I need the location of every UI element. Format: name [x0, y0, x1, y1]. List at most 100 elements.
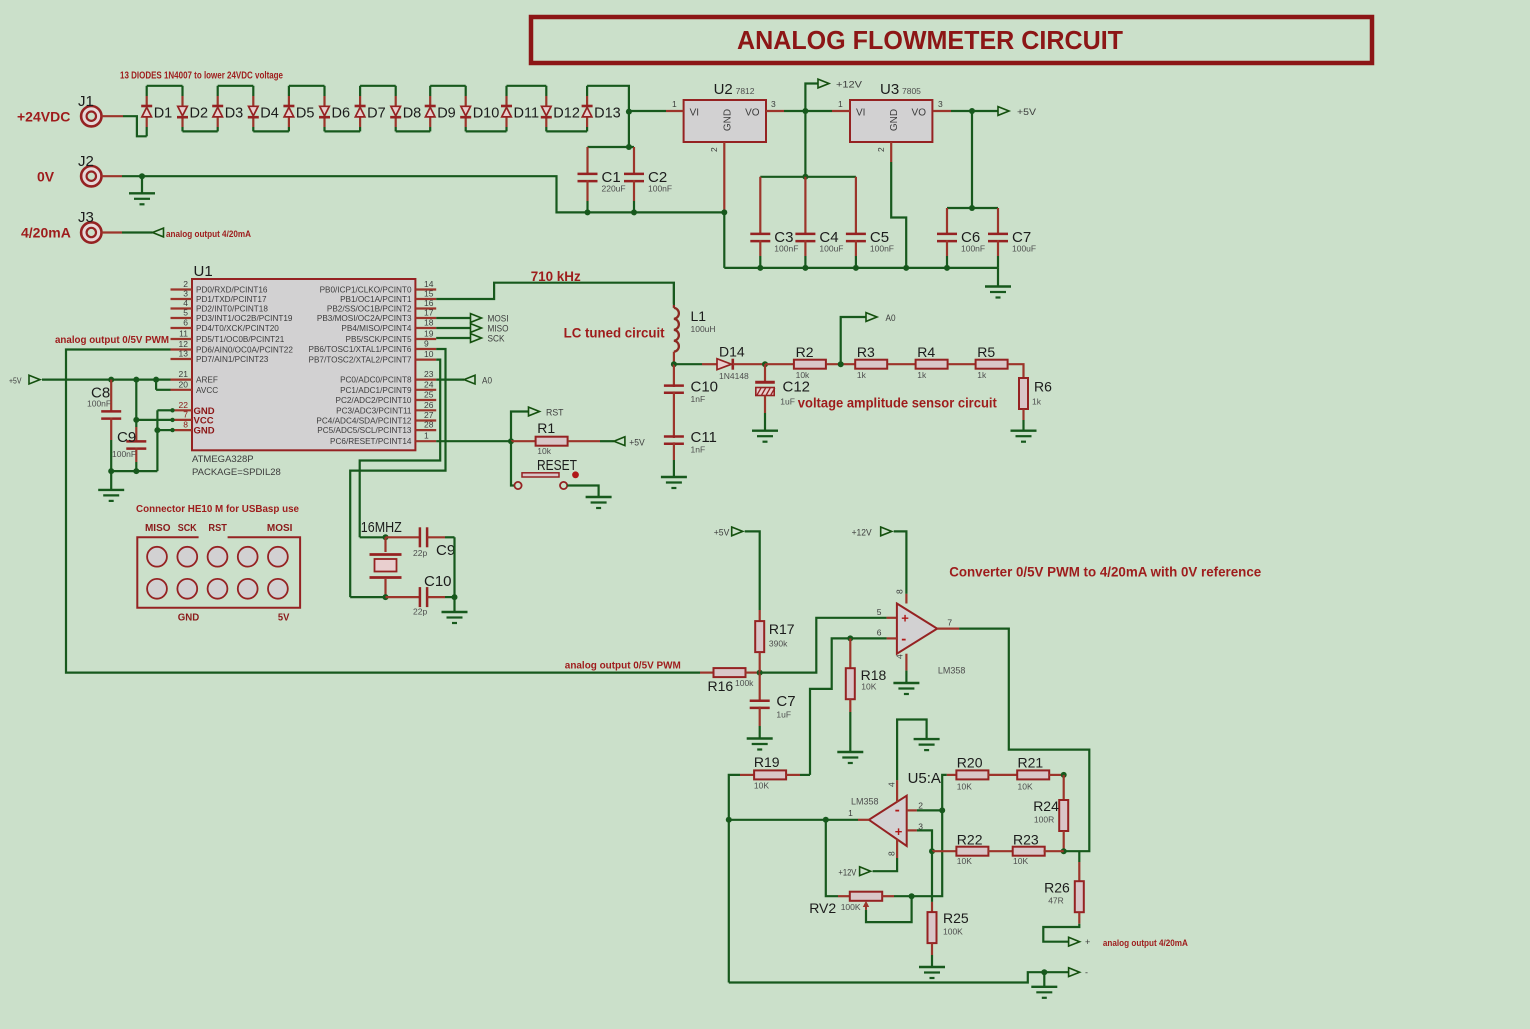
svg-text:10: 10 [424, 349, 434, 359]
svg-text:PD7/AIN1/PCINT23: PD7/AIN1/PCINT23 [196, 355, 269, 364]
svg-text:C7: C7 [1012, 229, 1031, 246]
svg-text:C8: C8 [91, 385, 110, 402]
svg-text:100K: 100K [943, 927, 963, 937]
svg-text:100nF: 100nF [961, 244, 985, 254]
svg-text:R24: R24 [1033, 798, 1059, 814]
svg-text:D10: D10 [473, 105, 500, 121]
svg-text:7812: 7812 [736, 86, 755, 96]
svg-text:20: 20 [179, 379, 189, 389]
svg-text:C3: C3 [774, 229, 793, 246]
svg-text:10K: 10K [957, 856, 972, 866]
svg-text:100uH: 100uH [691, 324, 716, 334]
svg-text:10K: 10K [957, 782, 972, 792]
svg-text:100k: 100k [735, 678, 754, 688]
svg-text:U2: U2 [714, 81, 733, 98]
svg-text:22p: 22p [413, 607, 427, 617]
svg-text:U3: U3 [880, 81, 899, 98]
svg-text:GND: GND [178, 613, 200, 624]
svg-text:D2: D2 [190, 105, 209, 121]
svg-text:100uF: 100uF [819, 244, 843, 254]
svg-text:10K: 10K [754, 781, 769, 791]
svg-text:6: 6 [183, 318, 188, 328]
svg-text:D6: D6 [332, 105, 351, 121]
svg-text:PC0/ADC0/PCINT8: PC0/ADC0/PCINT8 [340, 376, 412, 385]
svg-text:C9: C9 [117, 429, 136, 446]
svg-text:13 DIODES 1N4007 to lower 24VD: 13 DIODES 1N4007 to lower 24VDC voltage [120, 71, 283, 82]
svg-text:PD5/T1/OC0B/PCINT21: PD5/T1/OC0B/PCINT21 [196, 335, 285, 344]
svg-text:2: 2 [918, 801, 923, 811]
svg-text:AVCC: AVCC [196, 386, 218, 395]
svg-text:PB3/MOSI/OC2A/PCINT3: PB3/MOSI/OC2A/PCINT3 [317, 314, 412, 323]
svg-text:15: 15 [424, 289, 434, 299]
svg-text:1nF: 1nF [691, 445, 706, 455]
svg-text:J1: J1 [78, 93, 94, 110]
svg-text:C10: C10 [424, 573, 452, 590]
svg-text:C11: C11 [691, 429, 717, 446]
svg-text:4/20mA: 4/20mA [21, 225, 71, 241]
svg-text:C2: C2 [648, 169, 667, 186]
svg-text:2: 2 [709, 147, 719, 152]
svg-text:-: - [895, 802, 900, 819]
svg-text:4: 4 [887, 782, 897, 787]
svg-text:R6: R6 [1034, 379, 1052, 395]
svg-text:LC tuned circuit: LC tuned circuit [564, 326, 665, 341]
svg-text:D8: D8 [403, 105, 422, 121]
svg-text:L1: L1 [691, 308, 707, 324]
svg-text:10K: 10K [1018, 782, 1033, 792]
svg-text:1N4148: 1N4148 [719, 371, 749, 381]
svg-text:24: 24 [424, 379, 434, 389]
svg-text:RV2: RV2 [809, 900, 836, 916]
svg-text:VO: VO [745, 108, 760, 119]
svg-text:R19: R19 [754, 754, 780, 770]
svg-text:710 kHz: 710 kHz [531, 269, 581, 284]
svg-text:5V: 5V [278, 613, 290, 624]
svg-text:MISO: MISO [488, 324, 509, 334]
svg-text:100uF: 100uF [1012, 244, 1036, 254]
svg-text:R26: R26 [1044, 880, 1070, 896]
svg-text:analog output 0/5V PWM: analog output 0/5V PWM [565, 661, 681, 672]
svg-text:9: 9 [424, 339, 429, 349]
svg-text:VO: VO [912, 108, 927, 119]
svg-text:7: 7 [947, 618, 952, 628]
svg-text:23: 23 [424, 369, 434, 379]
svg-text:GND: GND [194, 426, 215, 437]
svg-text:R22: R22 [957, 832, 983, 848]
svg-text:GND: GND [723, 109, 734, 131]
svg-text:PB7/TOSC2/XTAL2/PCINT7: PB7/TOSC2/XTAL2/PCINT7 [309, 356, 412, 365]
svg-text:14: 14 [424, 279, 434, 289]
svg-text:1: 1 [672, 99, 677, 109]
svg-text:5: 5 [877, 607, 882, 617]
svg-text:+12V: +12V [838, 868, 856, 878]
svg-text:10k: 10k [537, 446, 551, 456]
svg-text:GND: GND [889, 109, 900, 131]
svg-text:LM358: LM358 [851, 797, 879, 807]
svg-text:-: - [1085, 968, 1088, 978]
svg-text:5: 5 [183, 308, 188, 318]
svg-text:C1: C1 [602, 169, 621, 186]
svg-text:6: 6 [877, 628, 882, 638]
svg-text:C10: C10 [691, 379, 719, 396]
svg-text:PC2/ADC2/PCINT10: PC2/ADC2/PCINT10 [336, 396, 412, 405]
svg-text:R5: R5 [977, 344, 995, 360]
svg-text:4: 4 [183, 298, 188, 308]
svg-text:SCK: SCK [488, 334, 505, 344]
svg-text:Connector HE10 M for USBasp us: Connector HE10 M for USBasp use [136, 503, 299, 515]
svg-text:8: 8 [895, 589, 905, 594]
svg-text:VI: VI [690, 108, 699, 119]
svg-text:U1: U1 [194, 263, 213, 280]
svg-text:D11: D11 [514, 105, 540, 121]
svg-text:+5V: +5V [9, 376, 22, 386]
svg-text:D4: D4 [260, 105, 279, 121]
svg-text:3: 3 [183, 289, 188, 299]
svg-text:C6: C6 [961, 229, 980, 246]
svg-text:D3: D3 [225, 105, 244, 121]
svg-text:R2: R2 [796, 344, 814, 360]
svg-text:1: 1 [838, 99, 843, 109]
svg-text:U5:A: U5:A [908, 770, 941, 787]
svg-text:LM358: LM358 [938, 666, 966, 676]
svg-text:+24VDC: +24VDC [17, 109, 70, 125]
svg-text:R3: R3 [857, 344, 875, 360]
svg-text:1: 1 [848, 808, 853, 818]
svg-text:D5: D5 [296, 105, 315, 121]
svg-text:VCC: VCC [194, 415, 214, 426]
